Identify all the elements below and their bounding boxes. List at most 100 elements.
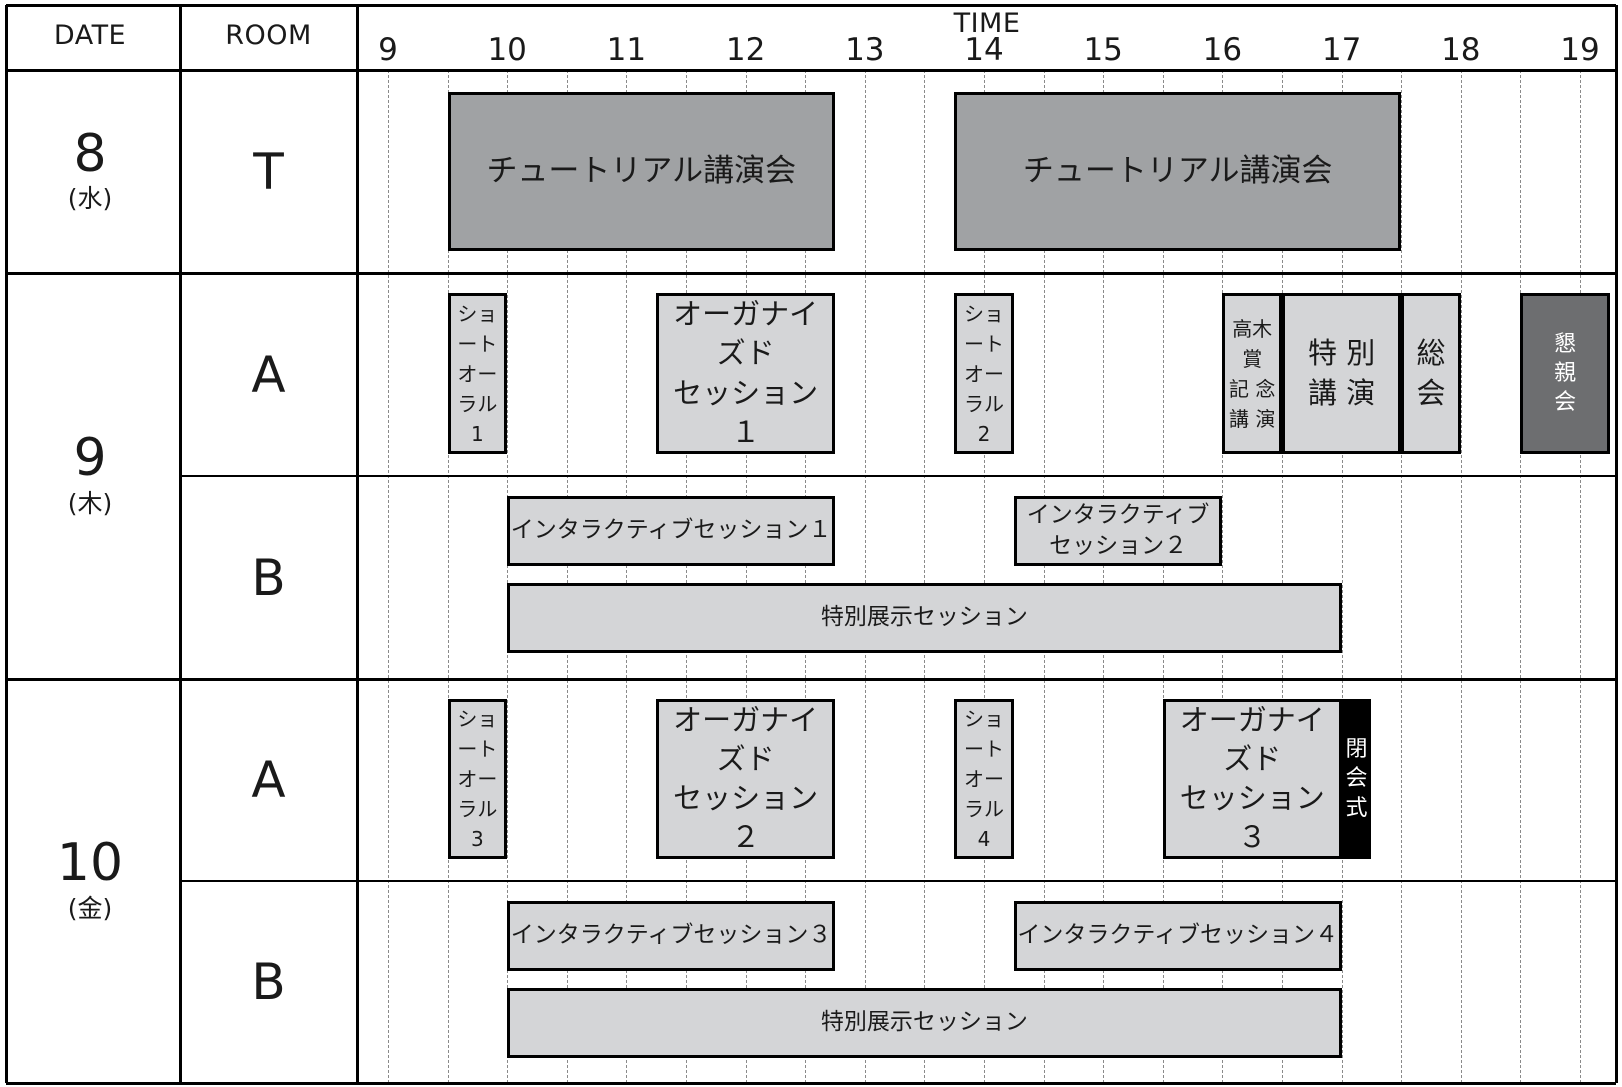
event-a2[interactable]: オーガナイズドセッション１	[656, 293, 835, 454]
event-a7[interactable]: 懇親会	[1520, 293, 1610, 454]
date-weekday: (木)	[67, 488, 113, 518]
hour-label: 16	[1202, 32, 1243, 68]
event-label: チュートリアル講演会	[1023, 151, 1333, 193]
event-label: 総会	[1416, 334, 1445, 412]
border-right	[1614, 5, 1618, 1083]
event-d1[interactable]: インタラクティブセッション３	[507, 901, 835, 971]
event-label-line: インタラクティブセッション２	[1026, 501, 1210, 559]
gridline-dash	[1460, 70, 1462, 1083]
event-c1[interactable]: ショートオーラル 3	[447, 699, 508, 859]
gridline-dash	[1282, 70, 1283, 1083]
hour-label: 17	[1321, 32, 1362, 68]
event-b1[interactable]: インタラクティブセッション１	[507, 496, 835, 566]
event-label-line: チュートリアル講演会	[1022, 152, 1333, 189]
date-weekday: (水)	[67, 184, 113, 214]
hour-label: 14	[964, 32, 1004, 68]
event-label-line: オーラル	[457, 767, 498, 821]
border-bottom	[6, 1081, 1616, 1085]
hour-label: 19	[1560, 32, 1600, 68]
hour-label: 13	[845, 32, 885, 68]
event-label-line: 会	[1554, 390, 1577, 416]
event-label: 特 別講 演	[1308, 334, 1375, 412]
event-label: オーガナイズドセッション３	[1166, 701, 1339, 858]
event-label-line: 講 演	[1307, 375, 1376, 410]
gridline-dash	[1520, 70, 1522, 1083]
event-label-line: インタラクティブセッション１	[510, 517, 832, 544]
gridline-dash	[388, 70, 389, 1083]
event-label-line: 記 念	[1229, 376, 1276, 401]
event-label-line: 総	[1416, 336, 1446, 371]
event-label-line: オーラル	[963, 361, 1004, 416]
event-label: 閉会式	[1345, 735, 1367, 822]
border-room-b-10	[180, 880, 1616, 882]
date-cell: 10(金)	[0, 679, 180, 1083]
date-day: 9	[73, 428, 107, 489]
gridline-dash	[1341, 70, 1343, 1083]
event-label-line: オーガナイズド	[673, 702, 819, 776]
hour-label: 9	[378, 32, 398, 68]
event-b2[interactable]: インタラクティブセッション２	[1013, 496, 1223, 566]
gridline-dash	[984, 70, 985, 1083]
room-b-label: B	[251, 953, 286, 1011]
event-label: 懇親会	[1554, 330, 1576, 417]
event-t1[interactable]: チュートリアル講演会	[447, 92, 835, 251]
border-date-room	[178, 5, 182, 1083]
date-cell: 8(水)	[0, 70, 180, 273]
gridline-dash	[507, 70, 509, 1083]
event-label-line: 懇	[1554, 331, 1577, 357]
room-a-label: A	[251, 751, 286, 809]
event-label-line: 高木賞	[1232, 316, 1273, 371]
event-label-line: 講 演	[1229, 406, 1276, 431]
event-label: 特別展示セッション	[821, 1007, 1028, 1038]
event-label-line: チュートリアル講演会	[486, 152, 797, 189]
event-b3[interactable]: 特別展示セッション	[507, 583, 1342, 653]
event-c4[interactable]: オーガナイズドセッション３	[1162, 699, 1342, 859]
gridline-dash	[1043, 70, 1045, 1083]
hour-label: 10	[487, 32, 527, 68]
event-label-line: 3	[471, 827, 484, 851]
event-label-line: ショート	[963, 301, 1004, 356]
date-day: 8	[73, 123, 107, 184]
event-label: インタラクティブセッション３	[511, 920, 832, 951]
event-label-line: ショート	[457, 707, 498, 761]
event-label-line: オーラル	[457, 361, 498, 416]
event-d2[interactable]: インタラクティブセッション４	[1013, 901, 1342, 971]
border-top	[6, 3, 1616, 7]
event-label: チュートリアル講演会	[486, 151, 796, 193]
event-label-line: 会	[1416, 375, 1446, 410]
event-a6[interactable]: 総会	[1401, 293, 1461, 454]
gridline-dash	[447, 70, 449, 1083]
event-label: オーガナイズドセッション１	[659, 295, 832, 452]
hour-label: 12	[725, 32, 766, 68]
gridline-dash	[566, 70, 568, 1083]
event-label: 特別展示セッション	[821, 602, 1028, 633]
gridline-dash	[686, 70, 687, 1083]
date-column-header: DATE	[53, 19, 127, 51]
gridline-dash	[864, 70, 866, 1083]
gridline-dash	[1103, 70, 1105, 1083]
event-t2[interactable]: チュートリアル講演会	[954, 92, 1402, 251]
event-c2[interactable]: オーガナイズドセッション２	[656, 699, 835, 859]
event-c5[interactable]: 閉会式	[1341, 699, 1372, 859]
hour-label: 18	[1441, 32, 1481, 68]
event-label-line: オーラル	[963, 767, 1004, 821]
event-d3[interactable]: 特別展示セッション	[507, 988, 1342, 1058]
gridline-dash	[1401, 70, 1403, 1083]
gridline-dash	[626, 70, 628, 1083]
border-header	[6, 68, 1616, 72]
event-a5[interactable]: 特 別講 演	[1282, 293, 1402, 454]
room-a-label: A	[251, 345, 286, 404]
event-label-line: 1	[471, 421, 484, 446]
gridline-dash	[805, 70, 807, 1083]
event-a4[interactable]: 高木賞記 念講 演	[1222, 293, 1282, 454]
time-column-header: TIME	[953, 7, 1021, 39]
hour-label: 11	[606, 32, 647, 68]
gridline-dash	[1222, 70, 1224, 1083]
event-label-line: オーガナイズド	[673, 297, 819, 371]
